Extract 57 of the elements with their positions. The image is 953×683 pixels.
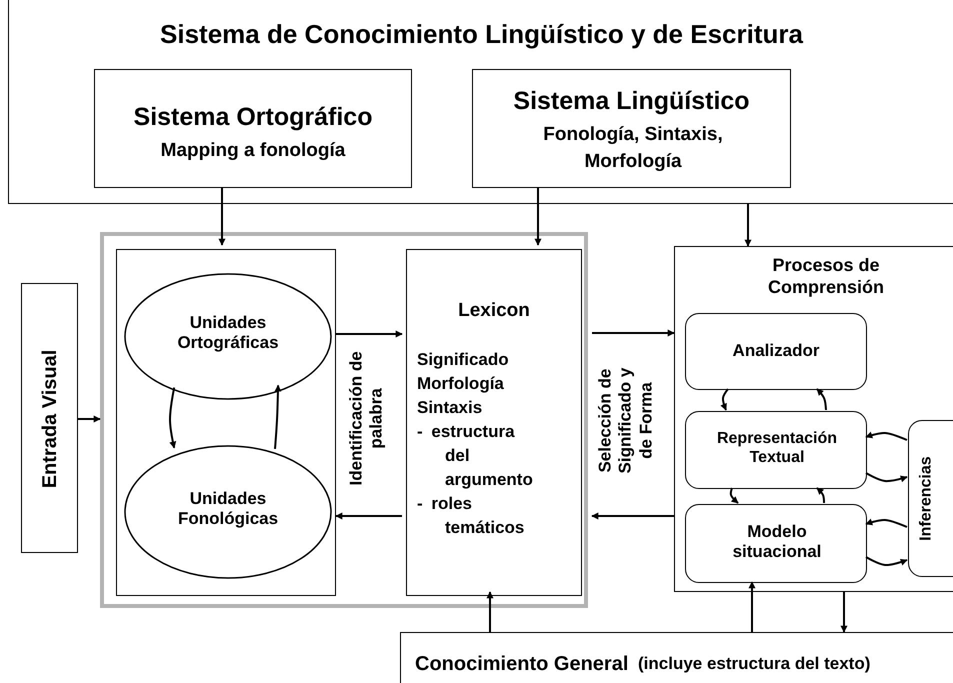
title-text: Sistema de Conocimiento Lingüístico y de Escritura (159, 19, 804, 50)
note-text: (incluye estructura del texto) (638, 654, 870, 674)
list-item: - estructura del argumento (417, 421, 534, 491)
list-item: - roles temáticos (417, 493, 526, 539)
arrow (218, 187, 226, 246)
process-box (685, 313, 867, 390)
edge-label: Selección de Significado y de Forma (595, 366, 656, 475)
arrow (816, 487, 825, 504)
arrow (274, 384, 282, 450)
heading-text: Lexicon (457, 300, 531, 323)
list-text: Significado Morfología Sintaxis (417, 349, 510, 419)
label-text: Analizador (732, 341, 820, 362)
process-box (472, 69, 791, 188)
label-text: Modelo situacional (732, 522, 822, 563)
arrow (78, 416, 101, 422)
empty-process-box (116, 249, 336, 596)
process-box (8, 0, 953, 204)
process-box (400, 632, 953, 683)
arrow (335, 512, 402, 520)
label-text: Conocimiento General (415, 652, 628, 676)
label-text: Unidades Fonológicas (176, 489, 280, 530)
arrow (865, 432, 908, 441)
label-text: Entrada Visual (38, 348, 62, 490)
subtitle-text: Fonología, Sintaxis, Morfología (542, 123, 724, 174)
label-text: Inferencias (916, 455, 936, 543)
arrow (534, 187, 542, 246)
unit-ellipse (124, 445, 332, 579)
empty-group-box (100, 232, 588, 608)
heading-text: Procesos de Comprensión (766, 255, 885, 298)
arrow (730, 488, 739, 504)
arrow (748, 581, 756, 632)
arrow (169, 387, 176, 449)
process-box (908, 420, 953, 577)
label-text: Representación Textual (716, 429, 838, 468)
arrow (591, 512, 674, 520)
arrow (816, 388, 827, 410)
arrow (336, 330, 403, 338)
process-box (685, 504, 867, 583)
label-text: Unidades Ortográficas (176, 313, 280, 354)
process-box (674, 246, 953, 592)
edge-label: Identificación de palabra (346, 350, 387, 487)
arrow (486, 591, 494, 632)
process-box (94, 69, 412, 188)
process-box (406, 249, 582, 596)
unit-ellipse (124, 273, 332, 400)
arrow (866, 556, 908, 566)
process-box (685, 411, 867, 489)
arrow (720, 388, 729, 411)
arrow (744, 204, 752, 247)
arrow (592, 330, 675, 336)
subtitle-text: Mapping a fonología (160, 140, 346, 163)
heading-text: Sistema Ortográfico (132, 102, 374, 132)
process-box (21, 283, 78, 553)
arrow (840, 592, 848, 633)
arrow (865, 518, 908, 528)
heading-text: Sistema Lingüístico (512, 86, 751, 116)
arrow (866, 472, 908, 482)
